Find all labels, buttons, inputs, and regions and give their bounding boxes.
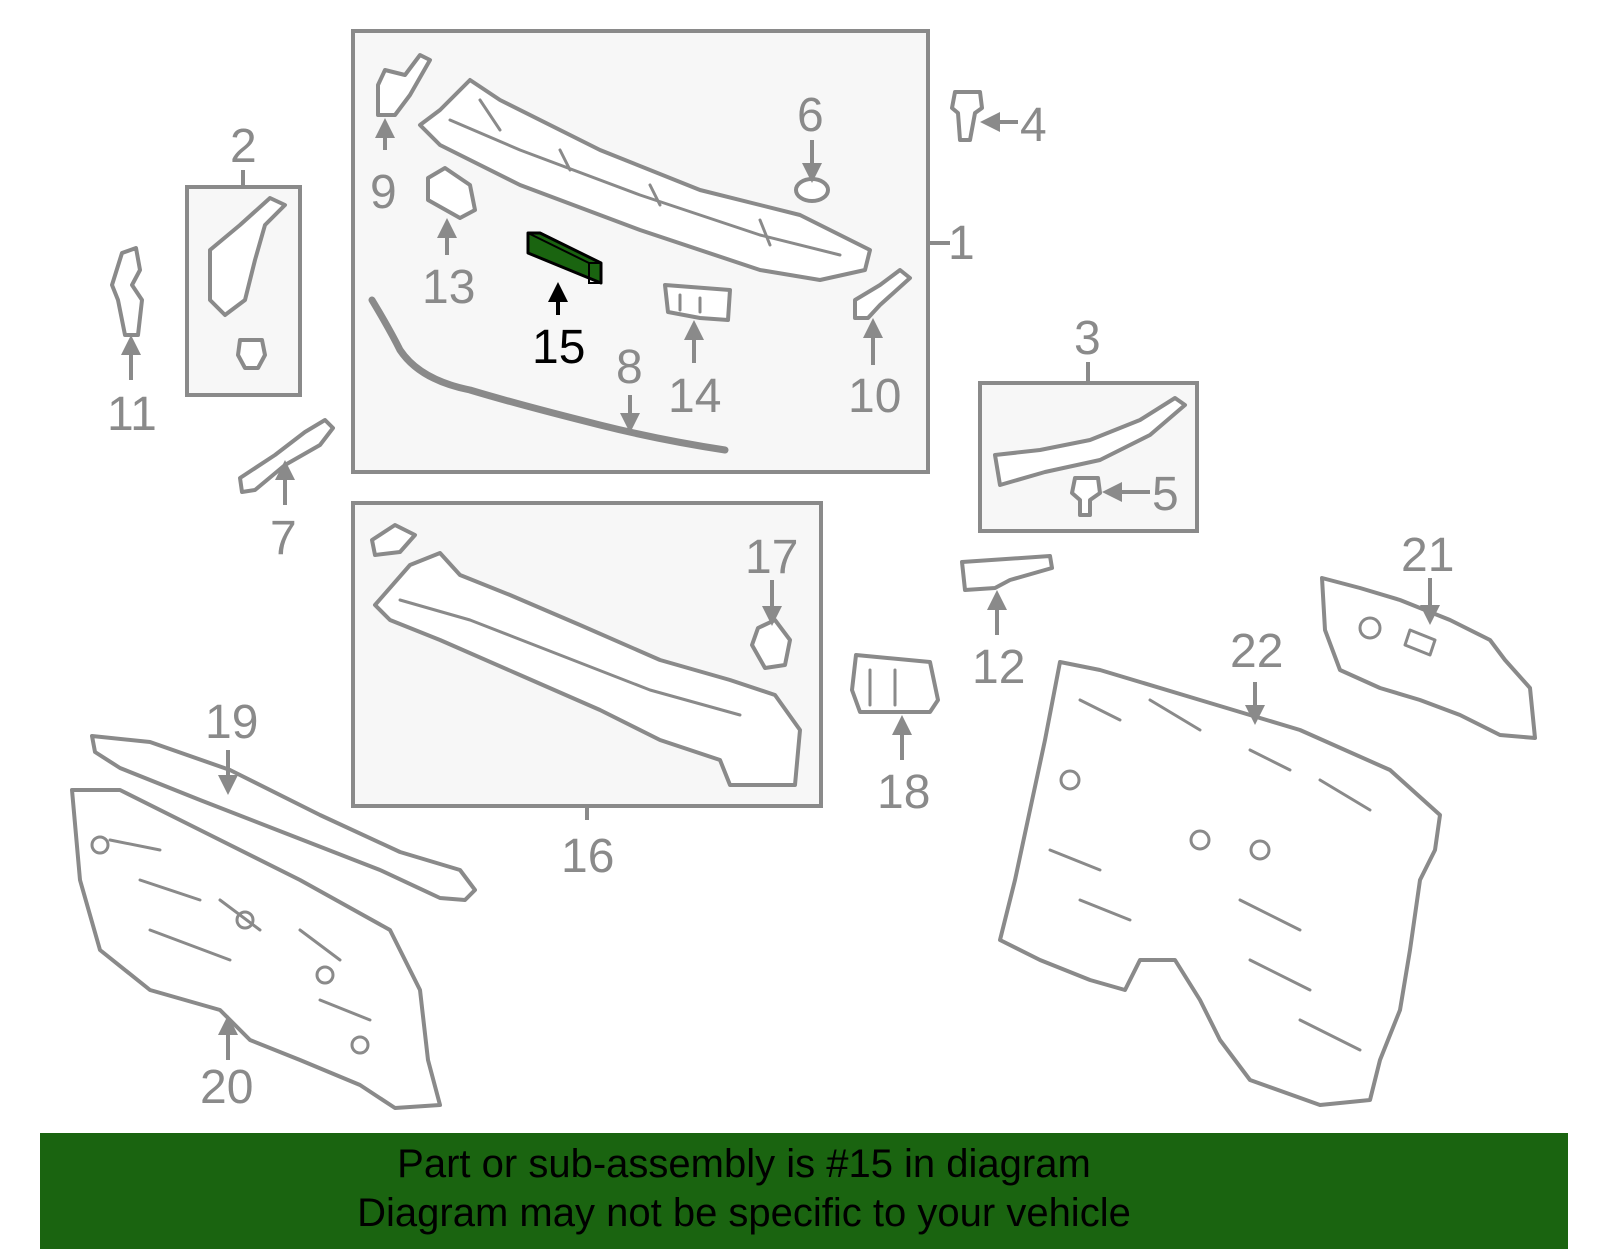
seal-8 <box>368 296 729 454</box>
callout-12: 12 <box>972 641 1025 694</box>
callout-13: 13 <box>422 261 475 314</box>
callout-5: 5 <box>1152 468 1179 521</box>
bracket-3 <box>993 396 1187 517</box>
callout-17: 17 <box>745 531 798 584</box>
callout-1: 1 <box>948 217 975 270</box>
bracket-12 <box>960 554 1054 592</box>
callout-9: 9 <box>370 166 397 219</box>
bolt-4 <box>950 90 984 142</box>
bracket-18 <box>850 653 940 714</box>
callout-15: 15 <box>532 321 585 374</box>
bracket-10 <box>853 268 912 320</box>
callout-4: 4 <box>1020 99 1047 152</box>
notice-line-1: Part or sub-assembly is #15 in diagram <box>397 1142 1091 1186</box>
insulator-21 <box>1320 576 1537 740</box>
cowl-top-panel <box>418 78 872 282</box>
bracket-2 <box>208 196 287 370</box>
bracket-11 <box>110 246 144 337</box>
callout-19: 19 <box>205 696 258 749</box>
callout-6: 6 <box>797 89 824 142</box>
callout-14: 14 <box>668 370 721 423</box>
grommet-6 <box>794 177 830 203</box>
callout-10: 10 <box>848 370 901 423</box>
callout-7: 7 <box>270 512 297 565</box>
callout-22: 22 <box>1230 625 1283 678</box>
callout-3: 3 <box>1074 312 1101 365</box>
bracket-13 <box>426 166 477 220</box>
notice-banner: Part or sub-assembly is #15 in diagram D… <box>40 1133 1568 1249</box>
callout-11: 11 <box>107 388 157 441</box>
dash-panel-22 <box>998 660 1442 1107</box>
callout-21: 21 <box>1401 529 1454 582</box>
bracket-9 <box>376 53 432 117</box>
highlighted-part-15 <box>526 231 603 285</box>
callout-18: 18 <box>877 766 930 819</box>
notice-line-2: Diagram may not be specific to your vehi… <box>357 1191 1131 1235</box>
bracket-14 <box>663 283 732 322</box>
cowl-panel-16 <box>370 523 802 787</box>
dash-panel-20 <box>70 788 442 1110</box>
cowl-member-19 <box>90 734 477 902</box>
bracket-7 <box>238 418 335 494</box>
callout-16: 16 <box>561 830 614 883</box>
callout-2: 2 <box>230 120 257 173</box>
callout-8: 8 <box>616 341 643 394</box>
callout-20: 20 <box>200 1061 253 1114</box>
